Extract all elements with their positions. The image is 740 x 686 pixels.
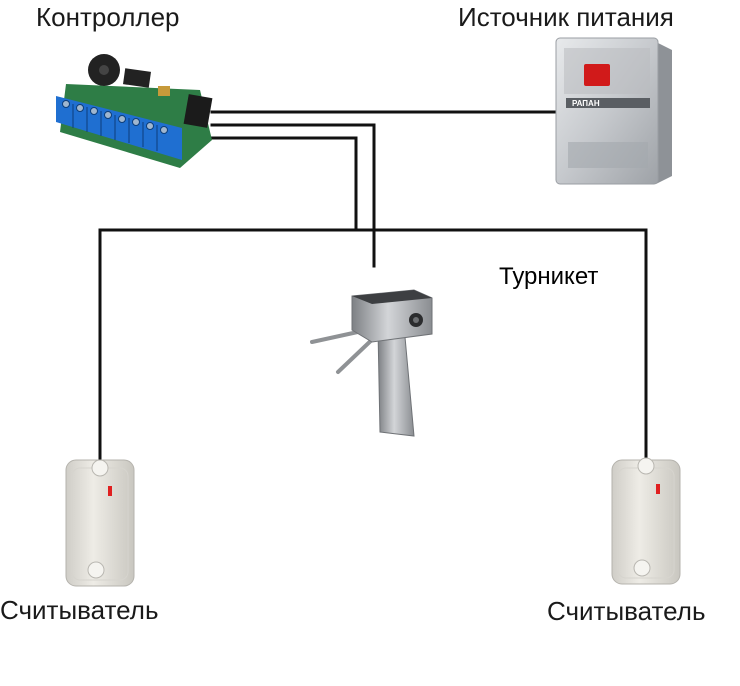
component-icon [158,86,170,96]
terminal-dividers [72,104,158,151]
reader-right-top-screw-icon [637,457,655,475]
power-supply-device: РАПАН [555,37,672,185]
reader-left-bottom-screw-icon [87,561,105,579]
wire-controller-to-reader-right [354,228,648,462]
terminal-screws [62,100,168,134]
power-supply-side [656,42,672,184]
turnstile-label: Турникет [499,263,599,290]
wires [98,110,648,462]
reader-left-led-icon [108,486,112,496]
controller-label: Контроллер [36,2,180,32]
wire-controller-to-turnstile [210,123,376,268]
turnstile-top-panel [352,290,432,304]
power-supply-brand: РАПАН [572,99,600,108]
reader-left-label: Считыватель [0,595,159,625]
chip-icon [123,68,151,88]
reader-right-bottom-screw-icon [633,559,651,577]
connector-icon [183,94,213,128]
turnstile-lens-center [413,317,419,323]
reader-right-label: Считыватель [547,596,706,626]
power-supply-vent [568,142,648,168]
reader-left-device [65,459,135,587]
power-supply-brand-strip [566,98,650,108]
reader-left-top-screw-icon [91,459,109,477]
power-indicator-icon [584,64,610,86]
controller-device [56,54,213,168]
power-supply-label: Источник питания [458,2,674,32]
reader-right-device [611,457,681,585]
buzzer-center [99,65,109,75]
reader-right-led-icon [656,484,660,494]
turnstile-device [310,289,433,437]
turnstile-pillar [377,325,415,437]
wire-controller-to-reader-left [98,136,358,462]
